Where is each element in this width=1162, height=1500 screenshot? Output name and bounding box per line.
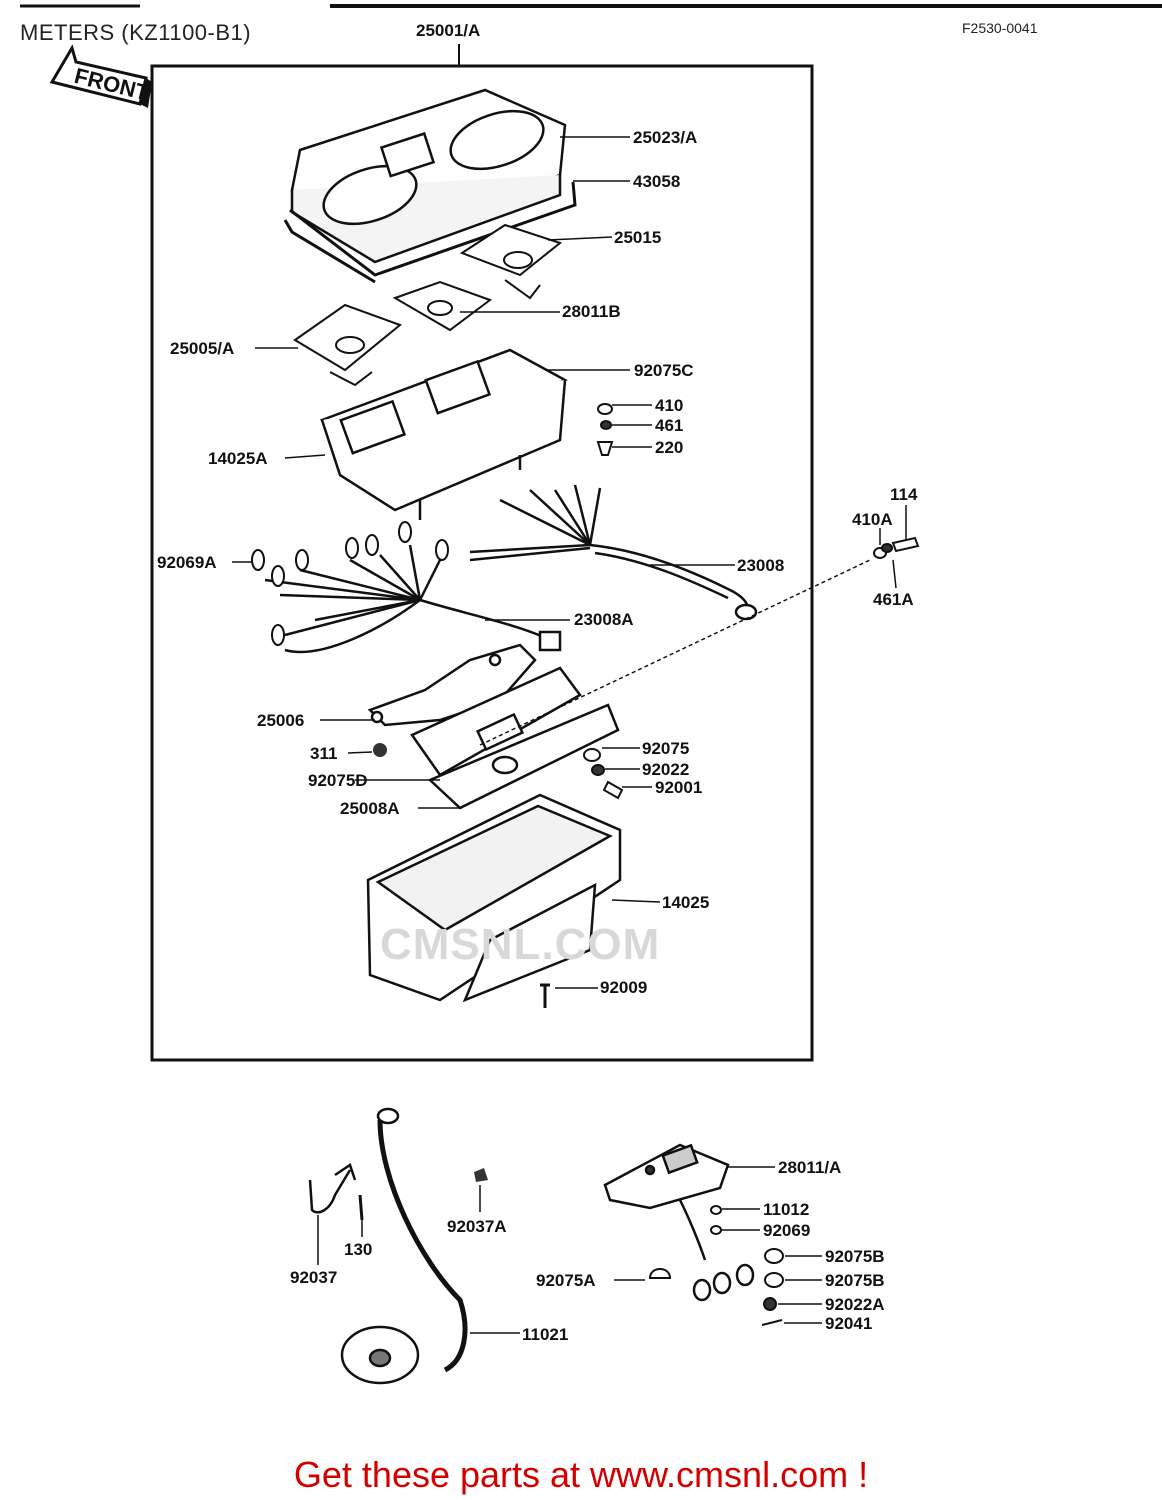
part-callout[interactable]: 92075B bbox=[825, 1247, 885, 1266]
part-callout[interactable]: 130 bbox=[344, 1240, 373, 1259]
screw-washer-set-410-icon bbox=[596, 403, 614, 456]
part-callout[interactable]: 92075A bbox=[536, 1271, 596, 1290]
part-callout[interactable]: 92001 bbox=[655, 778, 703, 797]
part-callout[interactable]: 14025A bbox=[208, 449, 268, 468]
part-callout[interactable]: 92075C bbox=[634, 361, 694, 380]
part-callout[interactable]: 23008A bbox=[574, 610, 634, 629]
part-callout[interactable]: 92037A bbox=[447, 1217, 507, 1236]
page-title: METERS (KZ1100-B1) bbox=[20, 20, 252, 45]
part-callout[interactable]: 11021 bbox=[522, 1325, 569, 1344]
part-callout[interactable]: 114 bbox=[890, 485, 918, 504]
part-callout[interactable]: 92075 bbox=[642, 739, 690, 758]
leader-lines bbox=[232, 136, 907, 1334]
part-callout[interactable]: 92041 bbox=[825, 1314, 873, 1333]
part-callout[interactable]: 92022 bbox=[642, 760, 690, 779]
part-callout[interactable]: 92075D bbox=[308, 771, 368, 790]
bulb-socket-92069a-icon bbox=[251, 521, 449, 646]
part-callout[interactable]: 461 bbox=[655, 416, 684, 435]
clamp-92037-icon bbox=[308, 1163, 357, 1214]
part-callout[interactable]: 410 bbox=[655, 396, 684, 415]
part-callout[interactable]: 25008A bbox=[340, 799, 400, 818]
part-callout[interactable]: 25023/A bbox=[633, 128, 698, 147]
front-arrow-icon bbox=[49, 44, 152, 108]
part-callout[interactable]: 92022A bbox=[825, 1295, 885, 1314]
part-callout[interactable]: 25001/A bbox=[416, 21, 481, 40]
wiring-harness-23008a bbox=[264, 544, 562, 654]
outer-case-14025 bbox=[366, 793, 622, 1003]
bolt-washer-set-114-icon bbox=[873, 536, 920, 559]
part-callout[interactable]: 43058 bbox=[633, 172, 681, 191]
part-callout[interactable]: 410A bbox=[852, 510, 893, 529]
screw-92009-icon bbox=[540, 983, 550, 1008]
screw-130-icon bbox=[358, 1194, 364, 1221]
part-callout[interactable]: 23008 bbox=[737, 556, 785, 575]
meter-bracket-25006 bbox=[367, 643, 537, 727]
footer-promo-text[interactable]: Get these parts at www.cmsnl.com ! bbox=[293, 1454, 869, 1495]
part-callout[interactable]: 461A bbox=[873, 590, 914, 609]
meter-bezel-25023 bbox=[290, 88, 567, 264]
indicator-board-28011b bbox=[392, 280, 493, 332]
watermark: CMSNL.COM bbox=[380, 920, 661, 969]
part-callout[interactable]: 28011/A bbox=[778, 1158, 842, 1177]
part-callout[interactable]: 25015 bbox=[614, 228, 662, 247]
part-callout[interactable]: 92075B bbox=[825, 1271, 885, 1290]
indicator-unit-28011a bbox=[603, 1143, 755, 1302]
gasket-43058 bbox=[289, 181, 577, 277]
part-callout[interactable]: 311 bbox=[310, 744, 338, 763]
part-callout[interactable]: 25006 bbox=[257, 711, 305, 730]
part-callout[interactable]: 25005/A bbox=[170, 339, 235, 358]
part-callout[interactable]: 28011B bbox=[562, 302, 621, 321]
nut-311-icon bbox=[373, 743, 387, 757]
tachometer-mechanism-25015 bbox=[459, 223, 563, 300]
assembly-frame bbox=[150, 64, 814, 1062]
part-callout[interactable]: 92069 bbox=[763, 1221, 811, 1240]
part-callout[interactable]: 92037 bbox=[290, 1268, 338, 1287]
indicator-fasteners-icon bbox=[710, 1205, 784, 1326]
inner-case-14025a bbox=[319, 348, 568, 520]
part-callout[interactable]: 92009 bbox=[600, 978, 648, 997]
tach-cable-11021 bbox=[340, 1107, 468, 1385]
part-callout[interactable]: 220 bbox=[655, 438, 684, 457]
wiring-harness-23008 bbox=[469, 484, 758, 621]
part-callout[interactable]: 11012 bbox=[763, 1200, 810, 1219]
part-callout[interactable]: 92069A bbox=[157, 553, 217, 572]
damper-bolt-set-icon bbox=[583, 748, 624, 800]
diagram-code: F2530-0041 bbox=[962, 20, 1038, 36]
part-callout[interactable]: 14025 bbox=[662, 893, 710, 912]
grommet-92037a-icon bbox=[474, 1168, 488, 1182]
damper-92075a-icon bbox=[648, 1268, 672, 1279]
speedometer-mechanism-25005 bbox=[293, 303, 402, 387]
